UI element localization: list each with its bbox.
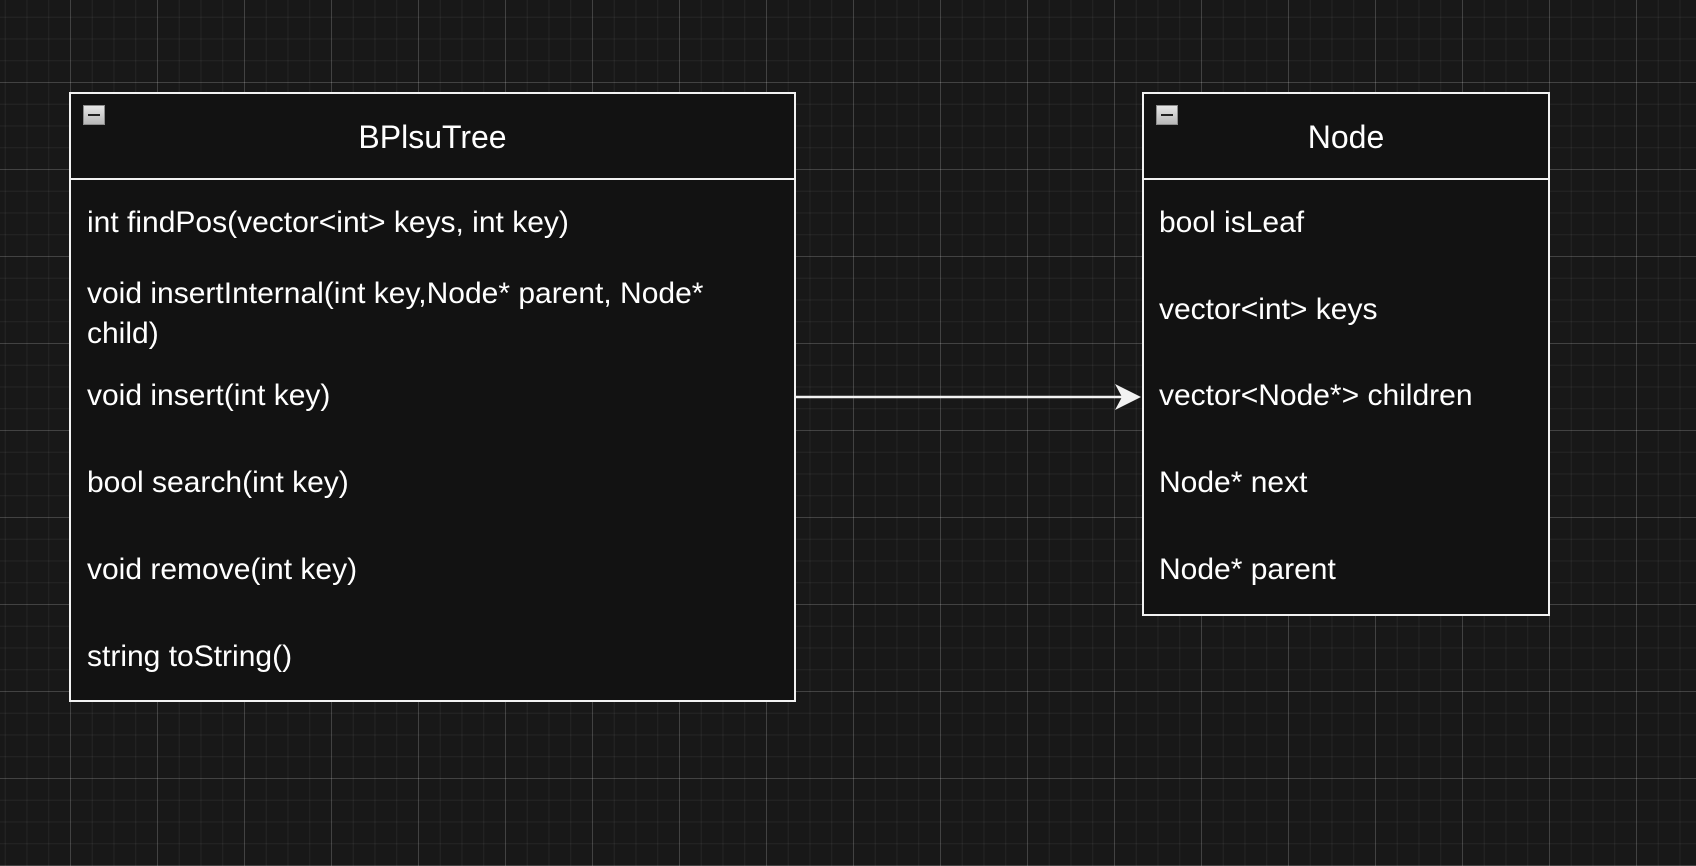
class-node[interactable]: Node bool isLeaf vector<int> keys vector…: [1142, 92, 1550, 616]
arrowhead-icon: [1115, 384, 1141, 410]
class-member[interactable]: bool search(int key): [87, 466, 349, 499]
class-member[interactable]: Node* next: [1159, 466, 1308, 499]
class-name[interactable]: BPlsuTree: [358, 119, 507, 155]
class-member[interactable]: vector<int> keys: [1159, 293, 1378, 326]
class-member[interactable]: int findPos(vector<int> keys, int key): [87, 206, 569, 239]
class-header: Node: [1144, 94, 1548, 180]
class-header: BPlsuTree: [71, 94, 794, 180]
class-member[interactable]: void insertInternal(int key,Node* parent…: [87, 277, 704, 350]
class-member[interactable]: vector<Node*> children: [1159, 379, 1473, 412]
class-bplustree[interactable]: BPlsuTree int findPos(vector<int> keys, …: [69, 92, 796, 702]
class-member[interactable]: Node* parent: [1159, 553, 1336, 586]
edge-insert-to-children[interactable]: [796, 384, 1141, 410]
class-name[interactable]: Node: [1307, 119, 1385, 155]
minus-box-icon[interactable]: [1156, 105, 1178, 125]
class-member[interactable]: string toString(): [87, 640, 293, 673]
class-member[interactable]: bool isLeaf: [1159, 206, 1305, 239]
class-member[interactable]: void remove(int key): [87, 553, 358, 586]
minus-box-icon[interactable]: [83, 105, 105, 125]
class-member[interactable]: void insert(int key): [87, 379, 331, 412]
